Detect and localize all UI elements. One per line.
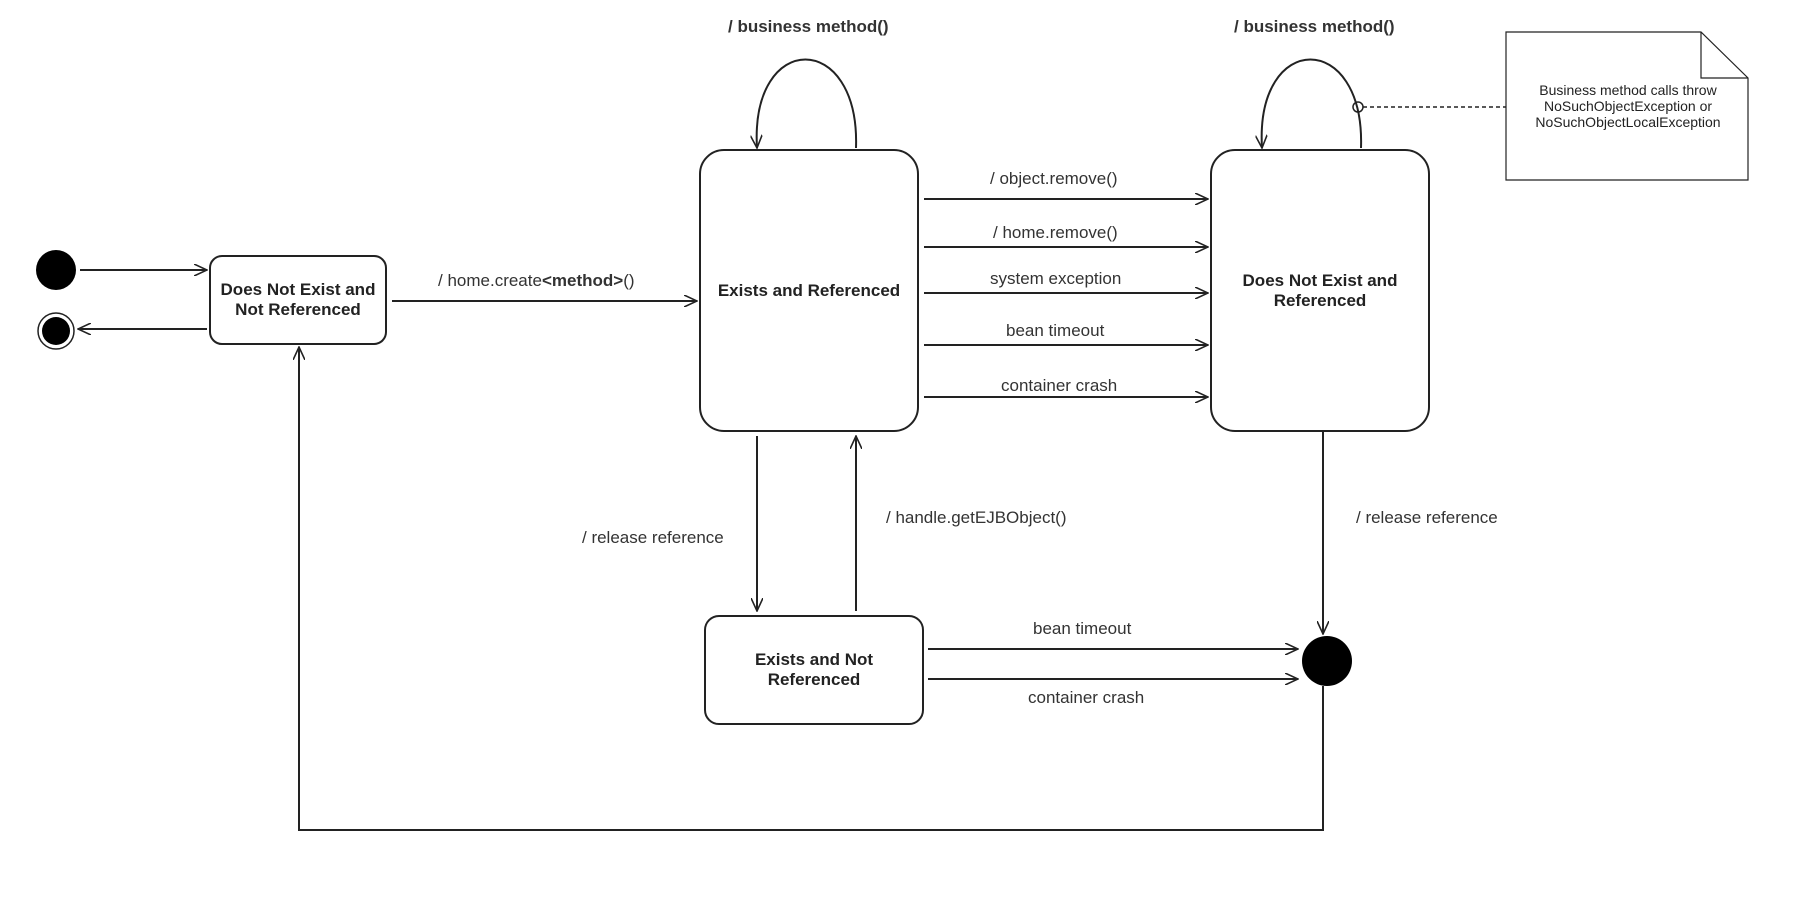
label-release-reference-1: / release reference (582, 528, 724, 547)
state-exists-not-referenced: Exists and Not Referenced (754, 650, 874, 689)
label-create: / home.create<method>() (438, 272, 635, 289)
label-home-remove: / home.remove() (993, 223, 1118, 242)
label-create-prefix: / home.create (438, 271, 542, 290)
label-object-remove: / object.remove() (990, 169, 1118, 188)
label-self-loop-1: / business method() (728, 17, 889, 36)
state-dne-not-referenced-box (209, 255, 387, 345)
initial-pseudostate (36, 250, 76, 290)
label-release-reference-2: / release reference (1356, 508, 1498, 527)
state-exists-referenced: Exists and Referenced (717, 280, 901, 300)
note-fold (1700, 32, 1748, 79)
label-get-ejb-object: / handle.getEJBObject() (886, 508, 1067, 527)
label-container-crash-1: container crash (1001, 376, 1118, 395)
state-dne-not-referenced: Does Not Exist and Not Referenced (220, 280, 376, 319)
state-exists-not-referenced-box (704, 615, 924, 725)
note-line-3: NoSuchObjectLocalException (1535, 114, 1721, 131)
label-system-exception: system exception (990, 269, 1122, 288)
final-pseudostate-inner (42, 317, 70, 345)
state-dne-referenced-box (1210, 149, 1430, 432)
edge-termination-to-dne (299, 347, 1324, 831)
note-box (1505, 31, 1749, 181)
label-container-crash-2: container crash (1028, 688, 1145, 707)
label-self-loop-2: / business method() (1234, 17, 1395, 36)
state-dne-referenced: Does Not Exist and Referenced (1242, 270, 1398, 310)
label-bean-timeout-1: bean timeout (1006, 321, 1105, 340)
note-line-1: Business method calls throw (1539, 82, 1717, 98)
note-text: Business method calls throw NoSuchObject… (1510, 82, 1746, 130)
note-line-2: NoSuchObjectException or (1543, 98, 1713, 115)
state-exists-referenced-box (699, 149, 919, 432)
label-create-suffix: () (623, 271, 635, 290)
edge-self-loop-dne-referenced (1262, 58, 1363, 149)
label-bean-timeout-2: bean timeout (1033, 619, 1132, 638)
edge-self-loop-exists-referenced (757, 58, 858, 149)
label-create-method: <method> (541, 271, 624, 290)
termination-node (1302, 636, 1352, 686)
